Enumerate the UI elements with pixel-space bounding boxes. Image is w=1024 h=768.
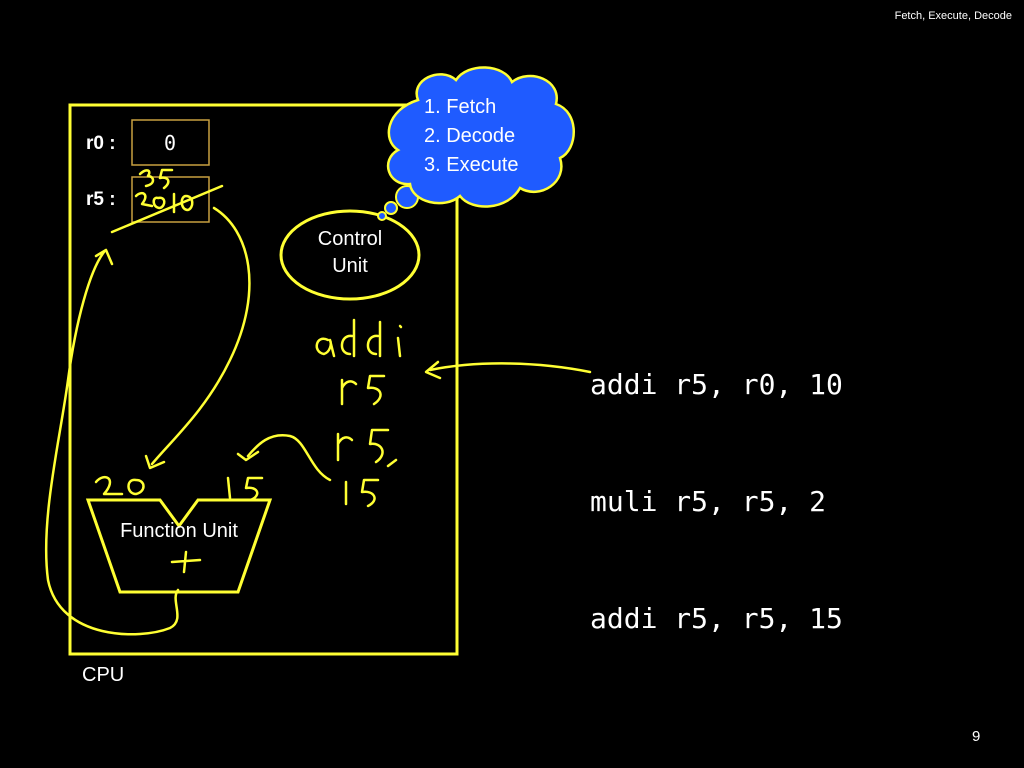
page-number: 9 xyxy=(972,728,981,745)
handwritten-arrows xyxy=(44,206,592,636)
register-r0-value: 0 xyxy=(163,131,177,155)
step-decode: 2. Decode xyxy=(424,125,516,147)
register-r0-box xyxy=(131,119,210,166)
cpu-box xyxy=(68,103,459,656)
instruction-line: addi r5, r5, 15 xyxy=(590,602,843,635)
step-fetch: 1. Fetch xyxy=(424,96,497,118)
thought-bubble-medium xyxy=(384,201,398,215)
function-unit-shape xyxy=(85,498,273,594)
function-unit-label: Function Unit xyxy=(120,520,238,542)
instruction-line: muli r5, r5, 2 xyxy=(590,485,827,518)
step-execute: 3. Execute xyxy=(424,154,519,176)
r5-handwritten-values xyxy=(110,168,224,234)
register-r5-box xyxy=(131,176,210,223)
register-r0-label: r0 : xyxy=(86,133,116,154)
control-unit-ellipse xyxy=(279,209,421,301)
control-unit-label: Control Unit xyxy=(284,226,416,280)
cpu-label: CPU xyxy=(82,664,125,686)
slide-header-title: Fetch, Execute, Decode xyxy=(894,10,1012,22)
control-unit-line2: Unit xyxy=(332,255,368,277)
instruction-list: addi r5, r0, 10 muli r5, r5, 2 addi r5, … xyxy=(590,287,843,677)
thought-cloud-steps: 1. Fetch 2. Decode 3. Execute xyxy=(424,93,519,180)
handwritten-inputs xyxy=(94,475,264,574)
thought-cloud xyxy=(386,66,575,208)
register-r5-label: r5 : xyxy=(86,189,116,210)
instruction-line: addi r5, r0, 10 xyxy=(590,368,843,401)
thought-bubble-small xyxy=(377,211,387,221)
handwritten-decoded-fields xyxy=(315,318,403,508)
control-unit-line1: Control xyxy=(317,228,383,250)
